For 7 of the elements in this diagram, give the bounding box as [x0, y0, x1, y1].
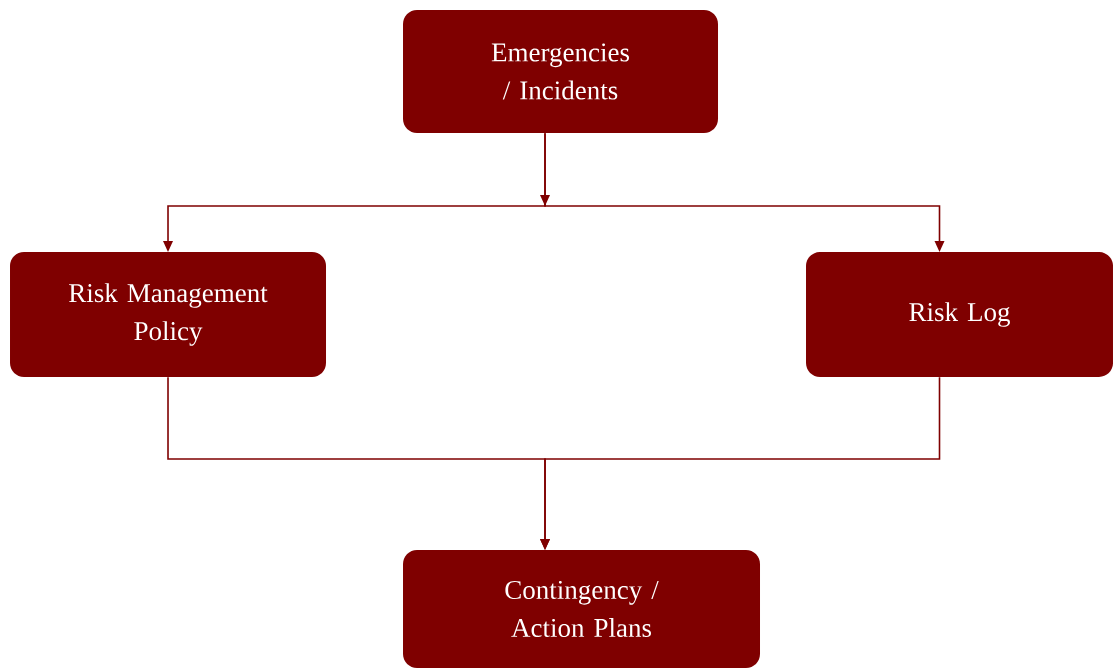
process-box: Risk Management Policy	[10, 252, 326, 377]
process-box: Emergencies / Incidents	[403, 10, 718, 133]
arrowhead	[540, 195, 550, 206]
arrow	[544, 132, 945, 252]
process-box: Contingency / Action Plans	[403, 550, 760, 668]
arrow	[540, 376, 941, 550]
process-box: Risk Log	[806, 252, 1113, 377]
